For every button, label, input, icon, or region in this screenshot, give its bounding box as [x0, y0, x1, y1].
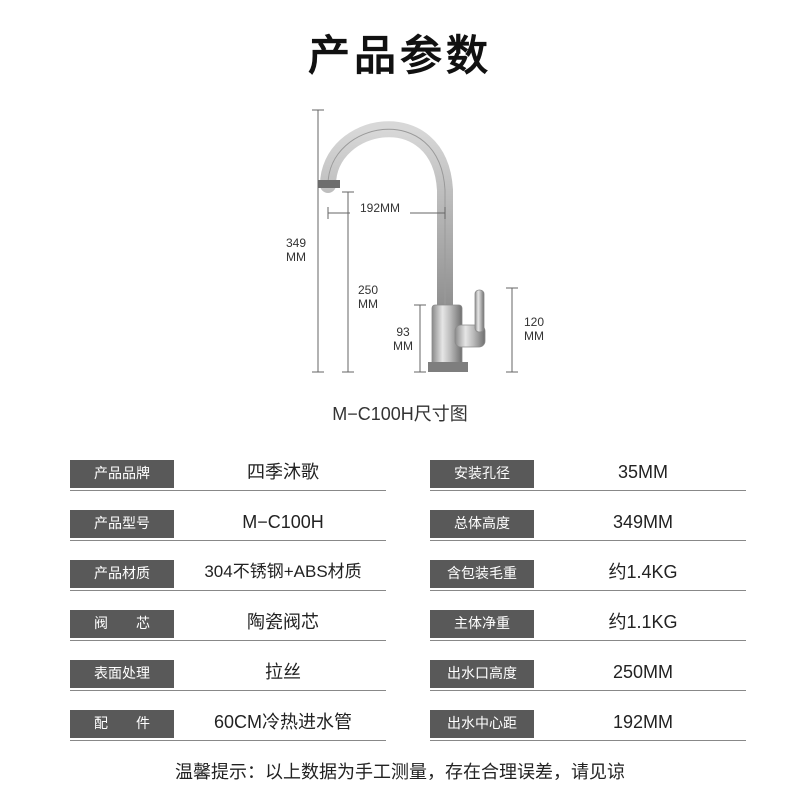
param-label: 出水中心距	[430, 710, 534, 738]
faucet-dimension-diagram: 349 MM 192MM 250 MM 93 MM 120 MM	[280, 100, 570, 390]
param-cell-left: 产品品牌 四季沐歌	[70, 456, 386, 496]
param-label: 产品品牌	[70, 460, 174, 488]
param-label: 主体净重	[430, 610, 534, 638]
param-value: 192MM	[612, 712, 674, 732]
param-cell-left: 阀 芯 陶瓷阀芯	[70, 606, 386, 646]
param-underline	[430, 590, 746, 591]
params-row: 产品材质 304不锈钢+ABS材质 含包装毛重 约1.4KG	[70, 556, 746, 596]
dim-label-handle-height: 120 MM	[523, 315, 545, 343]
param-cell-right: 出水中心距 192MM	[430, 706, 746, 746]
dim-label-spout-height: 250 MM	[357, 283, 379, 311]
params-row: 表面处理 拉丝 出水口高度 250MM	[70, 656, 746, 696]
param-label: 表面处理	[70, 660, 174, 688]
param-value: 约1.4KG	[608, 562, 678, 582]
param-cell-right: 出水口高度 250MM	[430, 656, 746, 696]
param-cell-left: 表面处理 拉丝	[70, 656, 386, 696]
param-cell-left: 产品型号 M−C100H	[70, 506, 386, 546]
param-underline	[430, 540, 746, 541]
param-underline	[70, 740, 386, 741]
page-title: 产品参数	[307, 31, 492, 80]
param-label: 产品型号	[70, 510, 174, 538]
param-underline	[70, 690, 386, 691]
param-cell-right: 主体净重 约1.1KG	[430, 606, 746, 646]
param-underline	[70, 490, 386, 491]
param-value: 60CM冷热进水管	[213, 712, 352, 732]
param-value: 拉丝	[265, 662, 301, 682]
param-value: M−C100H	[242, 512, 324, 532]
params-row: 产品品牌 四季沐歌 安装孔径 35MM	[70, 456, 746, 496]
param-value: 陶瓷阀芯	[247, 612, 319, 632]
param-label: 阀 芯	[70, 610, 174, 638]
dim-label-base-height: 93 MM	[393, 325, 413, 353]
dim-label-total-height: 349 MM	[285, 236, 307, 264]
params-row: 产品型号 M−C100H 总体高度 349MM	[70, 506, 746, 546]
param-underline	[430, 740, 746, 741]
param-underline	[70, 590, 386, 591]
param-label: 出水口高度	[430, 660, 534, 688]
param-cell-right: 总体高度 349MM	[430, 506, 746, 546]
dim-label-spout-reach: 192MM	[350, 201, 410, 215]
param-label: 安装孔径	[430, 460, 534, 488]
param-cell-left: 产品材质 304不锈钢+ABS材质	[70, 556, 386, 596]
param-value: 35MM	[617, 462, 668, 482]
param-cell-left: 配 件 60CM冷热进水管	[70, 706, 386, 746]
diagram-caption: M−C100H尺寸图	[332, 404, 468, 424]
param-label: 总体高度	[430, 510, 534, 538]
param-value: 349MM	[612, 512, 674, 532]
param-value: 四季沐歌	[247, 462, 319, 482]
param-underline	[430, 490, 746, 491]
params-row: 配 件 60CM冷热进水管 出水中心距 192MM	[70, 706, 746, 746]
param-label: 产品材质	[70, 560, 174, 588]
param-cell-right: 含包装毛重 约1.4KG	[430, 556, 746, 596]
faucet-illustration	[312, 109, 518, 373]
param-label: 含包装毛重	[430, 560, 534, 588]
param-underline	[430, 640, 746, 641]
params-row: 阀 芯 陶瓷阀芯 主体净重 约1.1KG	[70, 606, 746, 646]
param-value: 250MM	[612, 662, 674, 682]
param-cell-right: 安装孔径 35MM	[430, 456, 746, 496]
param-underline	[70, 640, 386, 641]
param-underline	[430, 690, 746, 691]
param-label: 配 件	[70, 710, 174, 738]
footnote: 温馨提示：以上数据为手工测量，存在合理误差，请见谅	[175, 762, 625, 783]
param-value: 约1.1KG	[608, 612, 678, 632]
param-underline	[70, 540, 386, 541]
param-value: 304不锈钢+ABS材质	[204, 562, 362, 581]
